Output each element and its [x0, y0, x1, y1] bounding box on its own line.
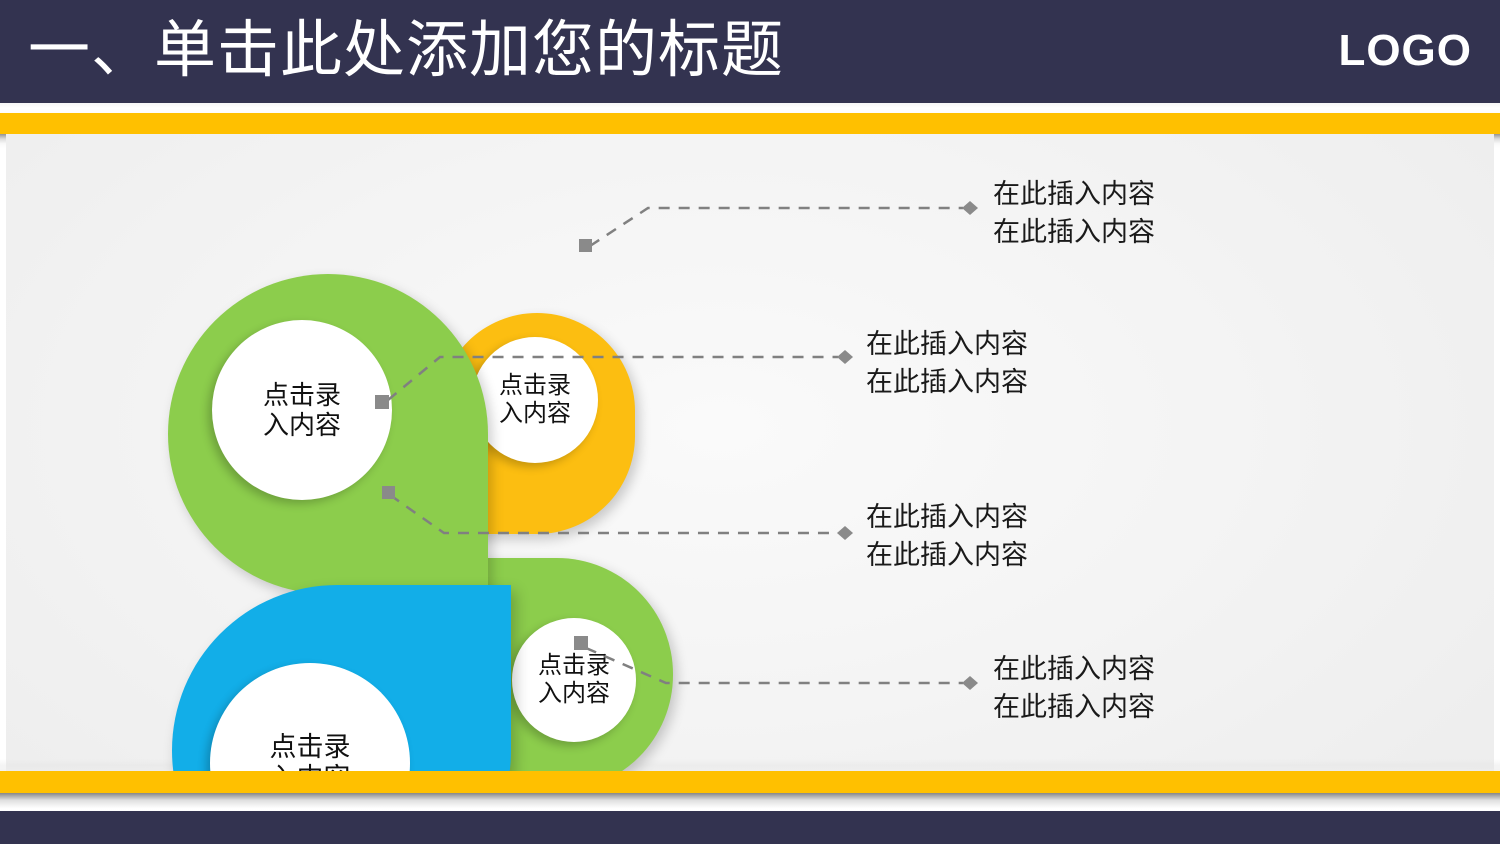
- top-accent-bar: [0, 113, 1500, 134]
- shape-green-large[interactable]: 点击录 入内容: [168, 274, 488, 594]
- logo-text: LOGO: [1338, 26, 1472, 75]
- shape-green-large-label-circle: 点击录 入内容: [212, 320, 392, 500]
- callout-text-3[interactable]: 在此插入内容 在此插入内容: [866, 502, 1028, 570]
- callout-text-1[interactable]: 在此插入内容 在此插入内容: [993, 179, 1155, 247]
- header-bar: 一、单击此处添加您的标题 LOGO: [0, 0, 1500, 103]
- bottom-accent-shadow: [0, 793, 1500, 811]
- slide-body: 点击录 入内容 点击录 入内容 点击录 入内容 点击录 入内容: [6, 134, 1494, 771]
- shape-green-large-label: 点击录 入内容: [262, 379, 341, 440]
- callout-text-4[interactable]: 在此插入内容 在此插入内容: [993, 654, 1155, 722]
- footer-bar: [0, 811, 1500, 844]
- shape-blue-label: 点击录 入内容: [269, 731, 351, 771]
- bottom-accent-bar: [0, 771, 1500, 793]
- callout-text-2[interactable]: 在此插入内容 在此插入内容: [866, 329, 1028, 397]
- shape-blue[interactable]: 点击录 入内容: [172, 585, 511, 771]
- shape-yellow-label-circle: 点击录 入内容: [472, 337, 598, 463]
- page-title: 一、单击此处添加您的标题: [28, 16, 785, 85]
- shape-yellow-label: 点击录 入内容: [499, 372, 571, 427]
- header-gap-divider: [0, 103, 1500, 113]
- shape-green-small-label: 点击录 入内容: [538, 652, 610, 707]
- shape-green-small-label-circle: 点击录 入内容: [512, 618, 636, 742]
